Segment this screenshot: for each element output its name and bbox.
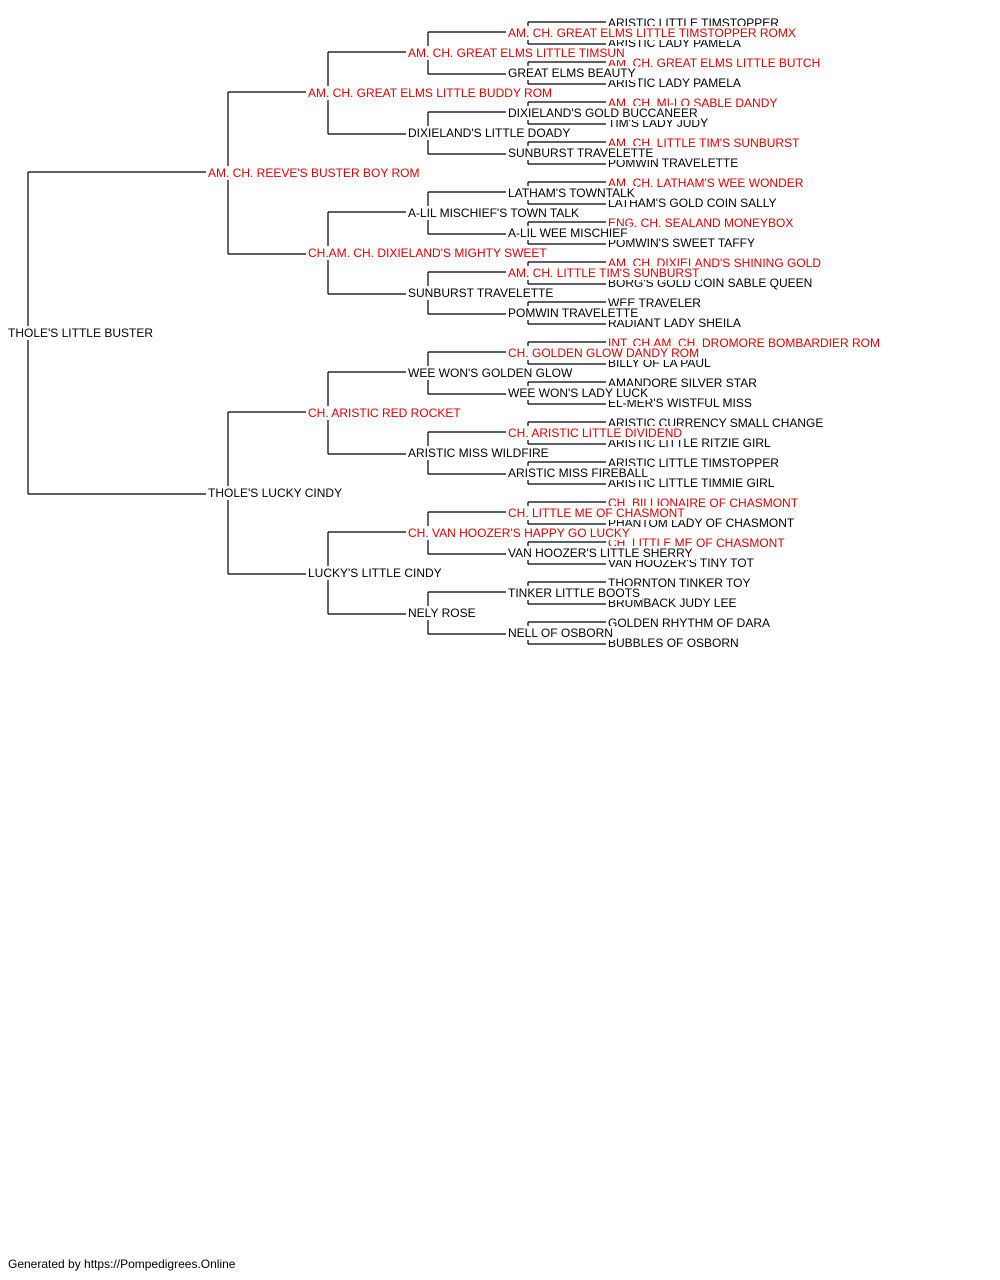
pedigree-entry-pedigree.sire.dam.dam: SUNBURST TRAVELETTE <box>408 286 556 300</box>
pedigree-entry-pedigree.dam: THOLE'S LUCKY CINDY <box>208 486 345 500</box>
pedigree-entry-pedigree.dam.dam.sire.dam: VAN HOOZER'S LITTLE SHERRY <box>508 546 695 560</box>
pedigree-entry-pedigree.dam.dam.dam.dam.sire: GOLDEN RHYTHM OF DARA <box>608 616 773 630</box>
pedigree-entry-pedigree.sire.dam.dam.dam.dam: RADIANT LADY SHEILA <box>608 316 743 330</box>
pedigree-entry-pedigree: THOLE'S LITTLE BUSTER <box>8 326 155 340</box>
pedigree-entry-pedigree.sire.dam.sire.sire: LATHAM'S TOWNTALK <box>508 186 637 200</box>
pedigree-entry-pedigree.sire.sire.sire.dam: GREAT ELMS BEAUTY <box>508 66 638 80</box>
pedigree-entry-pedigree.sire.sire.dam: DIXIELAND'S LITTLE DOADY <box>408 126 573 140</box>
pedigree-entry-pedigree.dam.dam.dam.dam: NELL OF OSBORN <box>508 626 615 640</box>
pedigree-entry-pedigree.dam.dam.dam.dam.dam: BUBBLES OF OSBORN <box>608 636 741 650</box>
pedigree-entry-pedigree.sire: AM. CH. REEVE'S BUSTER BOY ROM <box>208 166 422 180</box>
pedigree-entry-pedigree.sire.sire.sire: AM. CH. GREAT ELMS LITTLE TIMSUN <box>408 46 627 60</box>
pedigree-entry-pedigree.sire.sire.sire.dam.dam: ARISTIC LADY PAMELA <box>608 76 743 90</box>
pedigree-entry-pedigree.sire.sire.dam.dam.sire: AM. CH. LITTLE TIM'S SUNBURST <box>608 136 802 150</box>
pedigree-entry-pedigree.dam.sire.sire.sire: CH. GOLDEN GLOW DANDY ROM <box>508 346 702 360</box>
pedigree-entry-pedigree.sire.sire.sire.dam.sire: AM. CH. GREAT ELMS LITTLE BUTCH <box>608 56 823 70</box>
pedigree-entry-pedigree.dam.dam.dam: NELY ROSE <box>408 606 478 620</box>
pedigree-entry-pedigree.sire.dam.sire.sire.sire: AM. CH. LATHAM'S WEE WONDER <box>608 176 806 190</box>
pedigree-entry-pedigree.dam.sire.dam: ARISTIC MISS WILDFIRE <box>408 446 551 460</box>
pedigree-entry-pedigree.sire.dam.sire.dam.sire: ENG. CH. SEALAND MONEYBOX <box>608 216 796 230</box>
pedigree-entry-pedigree.sire.dam: CH.AM. CH. DIXIELAND'S MIGHTY SWEET <box>308 246 549 260</box>
pedigree-entry-pedigree.dam.sire.dam.dam: ARISTIC MISS FIREBALL <box>508 466 651 480</box>
pedigree-entry-pedigree.sire.dam.dam.dam: POMWIN TRAVELETTE <box>508 306 641 320</box>
pedigree-entry-pedigree.dam.sire: CH. ARISTIC RED ROCKET <box>308 406 463 420</box>
pedigree-entry-pedigree.sire.sire.sire.sire: AM. CH. GREAT ELMS LITTLE TIMSTOPPER ROM… <box>508 26 798 40</box>
pedigree-entry-pedigree.dam.sire.dam.dam.sire: ARISTIC LITTLE TIMSTOPPER <box>608 456 781 470</box>
pedigree-entry-pedigree.dam.dam.sire: CH. VAN HOOZER'S HAPPY GO LUCKY <box>408 526 632 540</box>
pedigree-entry-pedigree.sire.sire: AM. CH. GREAT ELMS LITTLE BUDDY ROM <box>308 86 555 100</box>
pedigree-entry-pedigree.dam.dam.sire.sire: CH. LITTLE ME OF CHASMONT <box>508 506 687 520</box>
pedigree-entry-pedigree.dam.sire.dam.sire: CH. ARISTIC LITTLE DIVIDEND <box>508 426 685 440</box>
pedigree-entry-pedigree.dam.sire.sire.dam: WEE WON'S LADY LUCK <box>508 386 651 400</box>
generated-by-footer: Generated by https://Pompedigrees.Online <box>8 1257 236 1271</box>
pedigree-entry-pedigree.dam.dam.dam.sire.sire: THORNTON TINKER TOY <box>608 576 753 590</box>
pedigree-entry-pedigree.dam.dam: LUCKY'S LITTLE CINDY <box>308 566 444 580</box>
pedigree-entry-pedigree.sire.dam.sire: A-LIL MISCHIEF'S TOWN TALK <box>408 206 581 220</box>
pedigree-entry-pedigree.sire.sire.dam.dam: SUNBURST TRAVELETTE <box>508 146 656 160</box>
pedigree-entry-pedigree.sire.dam.sire.sire.dam: LATHAM'S GOLD COIN SALLY <box>608 196 779 210</box>
pedigree-entry-pedigree.sire.dam.sire.dam.dam: POMWIN'S SWEET TAFFY <box>608 236 757 250</box>
pedigree-entry-pedigree.sire.dam.dam.sire: AM. CH. LITTLE TIM'S SUNBURST <box>508 266 702 280</box>
pedigree-entry-pedigree.sire.sire.dam.sire: DIXIELAND'S GOLD BUCCANEER <box>508 106 700 120</box>
pedigree-entry-pedigree.dam.sire.sire: WEE WON'S GOLDEN GLOW <box>408 366 575 380</box>
pedigree-entry-pedigree.sire.dam.sire.dam: A-LIL WEE MISCHIEF <box>508 226 630 240</box>
pedigree-entry-pedigree.dam.dam.dam.sire: TINKER LITTLE BOOTS <box>508 586 643 600</box>
